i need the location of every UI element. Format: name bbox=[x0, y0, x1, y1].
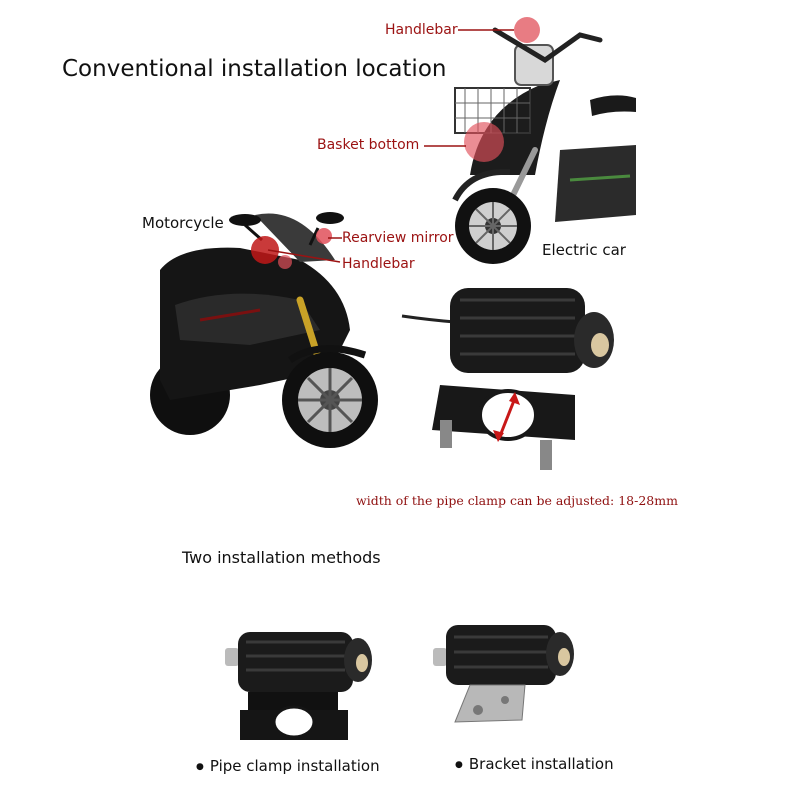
motorcycle-label: Motorcycle bbox=[142, 214, 224, 232]
handlebar-label-car: Handlebar bbox=[385, 22, 458, 38]
motorcycle-drawing bbox=[150, 212, 378, 448]
methods-title: Two installation methods bbox=[182, 548, 381, 567]
pipe-clamp-caption: ● Pipe clamp installation bbox=[196, 757, 380, 775]
basket-bottom-label: Basket bottom bbox=[317, 137, 420, 153]
handlebar-label-moto: Handlebar bbox=[342, 256, 415, 272]
bullet-icon: ● bbox=[196, 761, 204, 772]
bracket-caption-text: Bracket installation bbox=[468, 755, 614, 773]
mirror-marker bbox=[316, 228, 332, 244]
handlebar-marker-car bbox=[514, 17, 540, 43]
clamp-width-note: width of the pipe clamp can be adjusted:… bbox=[356, 493, 678, 508]
pipe-clamp-light-drawing bbox=[225, 632, 372, 740]
page-title: Conventional installation location bbox=[62, 56, 447, 82]
clamp-light-drawing bbox=[401, 288, 614, 470]
rearview-mirror-label: Rearview mirror bbox=[342, 230, 454, 246]
basket-marker bbox=[464, 122, 504, 162]
pipe-clamp-caption-text: Pipe clamp installation bbox=[209, 757, 380, 775]
handlebar-marker-moto bbox=[251, 236, 279, 264]
electric-car-drawing bbox=[452, 27, 636, 264]
bullet-icon: ● bbox=[455, 759, 463, 770]
bracket-light-drawing bbox=[433, 625, 574, 723]
bracket-caption: ● Bracket installation bbox=[455, 755, 614, 773]
electric-car-label: Electric car bbox=[542, 241, 626, 259]
